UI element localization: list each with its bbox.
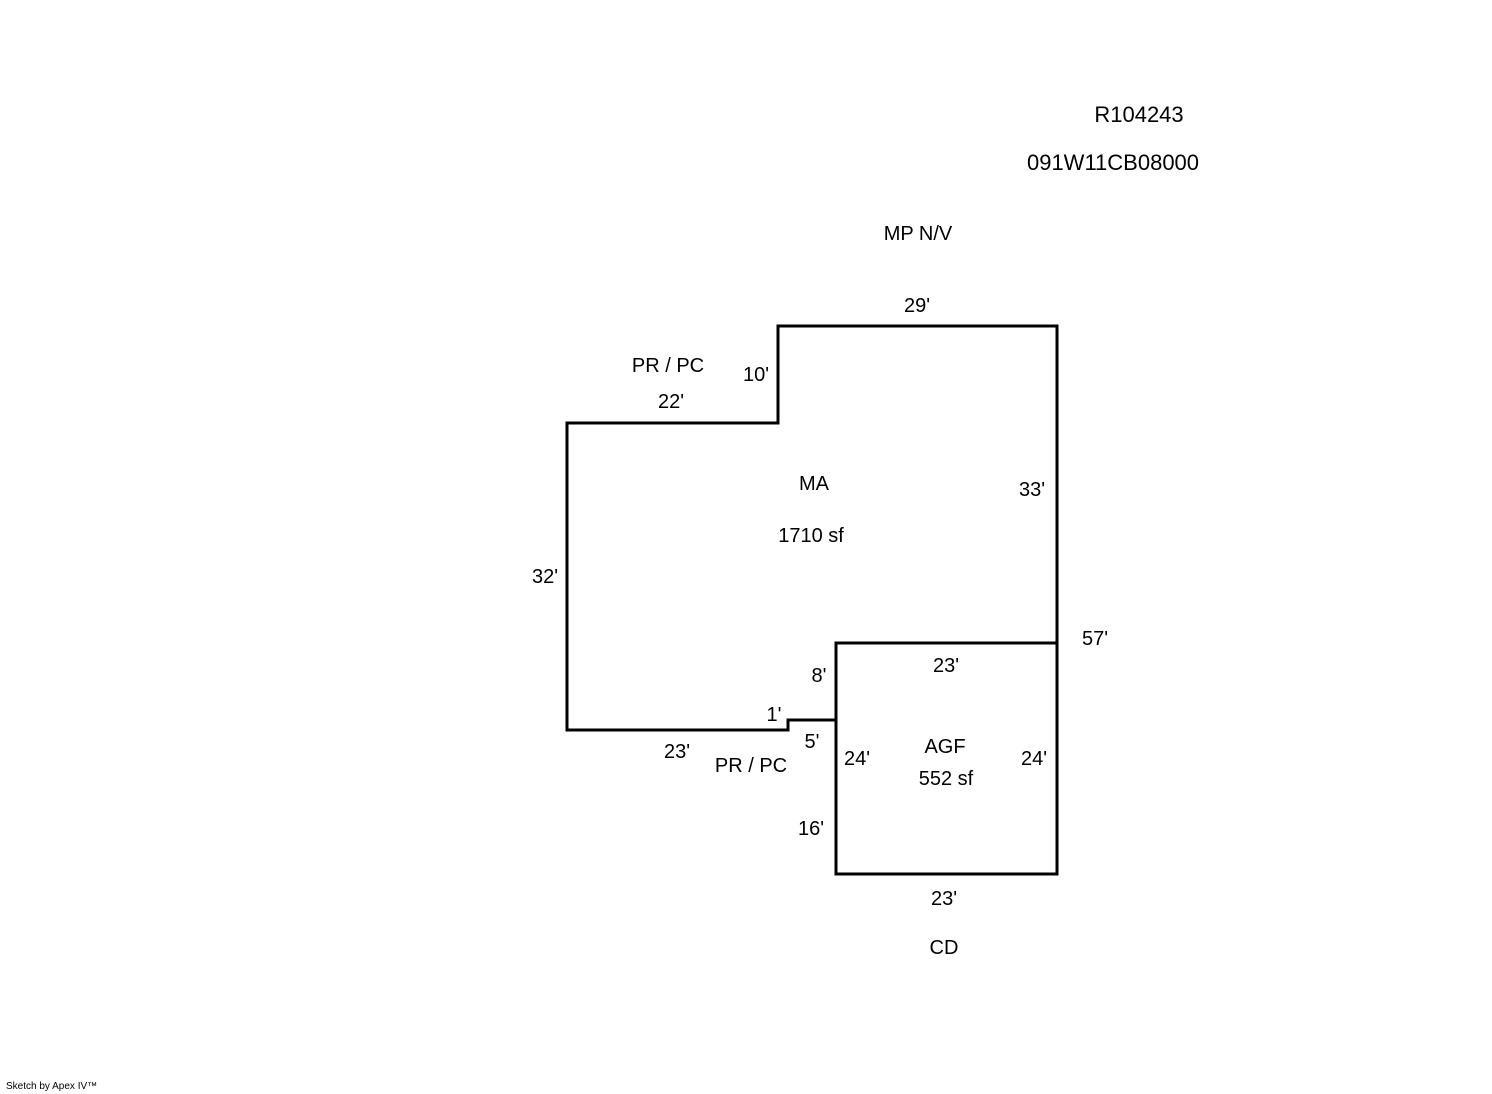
main-left-dim: 32' <box>531 566 559 588</box>
garage-left-lower-dim: 16' <box>797 818 825 840</box>
main-right-total-dim: 57' <box>1081 628 1109 650</box>
main-area-size: 1710 sf <box>778 525 844 547</box>
garage-right-dim: 24' <box>1020 748 1048 770</box>
garage-code: AGF <box>924 736 966 758</box>
garage-area-size: 552 sf <box>918 768 974 790</box>
notch-upper-dim: 8' <box>811 665 827 687</box>
notch-horizontal-dim: 1' <box>766 704 782 726</box>
main-area-outline <box>565 324 1059 732</box>
upper-porch-label: PR / PC <box>631 355 705 377</box>
main-step-horizontal-dim: 22' <box>657 391 685 413</box>
main-area-code: MA <box>799 473 829 495</box>
header-note: MP N/V <box>883 223 953 245</box>
garage-left-dim: 24' <box>843 748 871 770</box>
sketch-credit: Sketch by Apex IV™ <box>6 1081 98 1092</box>
garage-outline <box>834 641 1059 876</box>
lower-porch-label: PR / PC <box>714 755 788 777</box>
notch-lower-dim: 5' <box>804 731 820 753</box>
main-top-dim: 29' <box>903 295 931 317</box>
deck-label: CD <box>929 937 959 959</box>
main-right-dim: 33' <box>1018 479 1046 501</box>
garage-top-dim: 23' <box>932 655 960 677</box>
account-id: R104243 <box>1094 102 1184 127</box>
main-bottom-dim: 23' <box>663 741 691 763</box>
garage-bottom-dim: 23' <box>930 888 958 910</box>
main-step-vertical-dim: 10' <box>742 364 770 386</box>
map-taxlot: 091W11CB08000 <box>1026 150 1200 175</box>
